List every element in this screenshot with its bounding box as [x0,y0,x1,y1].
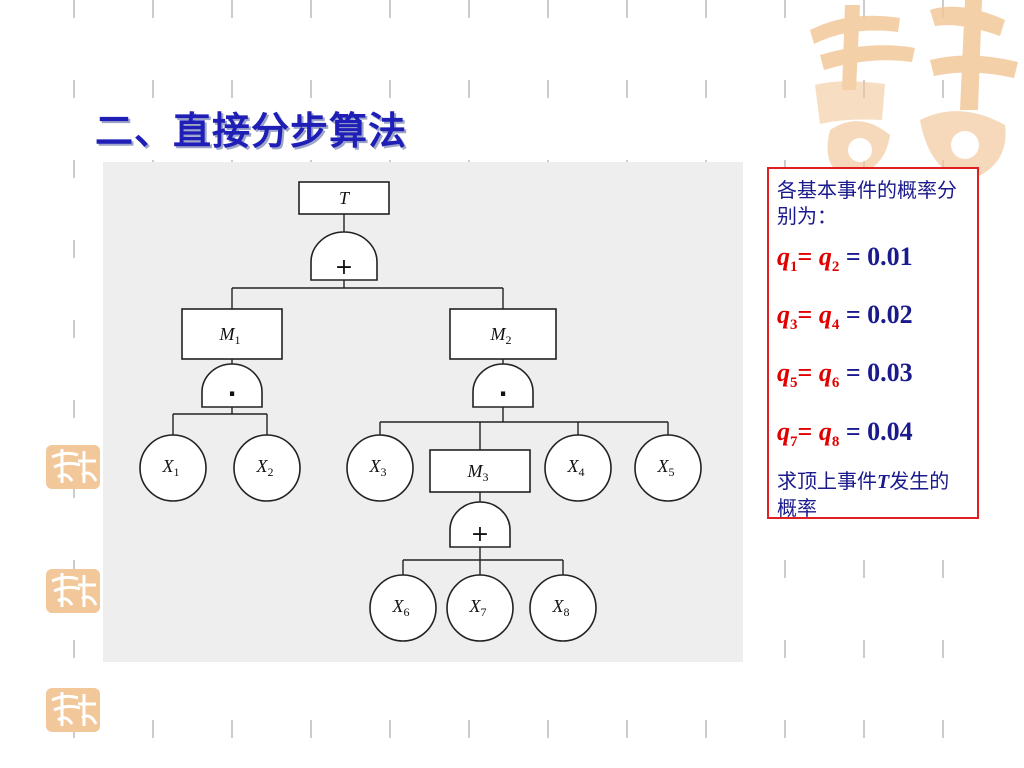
auspicious-seal-small [46,688,100,732]
or-gate-m3-symbol: + [471,522,489,547]
top-event-box [298,181,390,215]
auspicious-seal-large [810,0,1018,180]
or-gate-m3 [449,501,511,548]
basic-event-x2 [233,434,301,502]
x5-label: X5 [657,456,675,479]
and-gate-m1-symbol: · [227,380,236,408]
m2-label: M2 [490,324,512,347]
x7-label: X7 [469,596,487,619]
equation-q1-q2: q1= q2 = 0.01 [777,242,913,276]
intermediate-event-m2 [449,308,557,360]
fault-tree-svg: + · · + T M1 M2 M3 X1 X2 X3 X4 X5 X6 X7 … [139,181,702,642]
basic-event-x5 [634,434,702,502]
basic-event-x4 [544,434,612,502]
basic-event-x3 [346,434,414,502]
basic-event-x7 [446,574,514,642]
x4-label: X4 [567,456,585,479]
x6-label: X6 [392,596,410,619]
basic-event-x1 [139,434,207,502]
info-intro: 各基本事件的概率分别为： [777,178,957,228]
x2-label: X2 [256,456,274,479]
and-gate-m1 [201,363,263,408]
m1-label: M1 [219,324,241,347]
top-event-label: T [339,188,351,208]
or-gate-top [310,231,378,281]
fault-tree-diagram: + · · + T M1 M2 M3 X1 X2 X3 X4 X5 X6 X7 … [103,162,743,662]
probability-info-box: 各基本事件的概率分别为： q1= q2 = 0.01 q3= q4 = 0.02… [767,167,979,520]
intermediate-event-m3 [429,449,531,493]
auspicious-seal-small [46,569,100,613]
equation-q3-q4: q3= q4 = 0.02 [777,300,913,334]
and-gate-m2-symbol: · [498,380,507,408]
basic-event-x6 [369,574,437,642]
x3-label: X3 [369,456,387,479]
equation-q5-q6: q5= q6 = 0.03 [777,358,913,392]
auspicious-seal-small [46,445,100,489]
and-gate-m2 [472,363,534,408]
equation-q7-q8: q7= q8 = 0.04 [777,416,913,450]
x8-label: X8 [552,596,570,619]
basic-event-x8 [529,574,597,642]
info-question: 求顶上事件T发生的概率 [777,468,950,520]
x1-label: X1 [162,456,180,479]
intermediate-event-m1 [181,308,283,360]
or-gate-top-symbol: + [335,255,353,280]
page-title: 二、直接分步算法 [95,109,408,153]
m3-label: M3 [467,461,489,484]
